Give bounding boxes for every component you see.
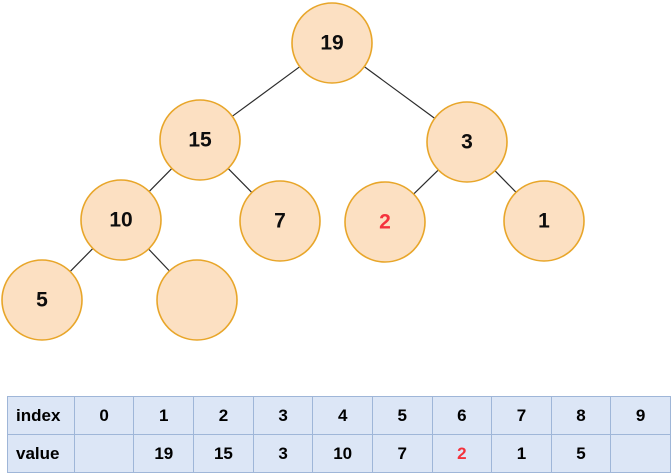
node-circle — [159, 99, 241, 181]
tree-edge-n15-n10 — [148, 168, 173, 192]
table-cell-index-7[interactable]: 7 — [491, 396, 552, 435]
table-cell-index-9[interactable]: 9 — [610, 396, 671, 435]
tree-node-empty[interactable] — [156, 259, 238, 341]
table-cell-index-1[interactable]: 1 — [133, 396, 195, 435]
tree-node-7[interactable]: 7 — [239, 180, 321, 262]
node-label: 7 — [274, 210, 286, 233]
node-label: 10 — [109, 209, 132, 232]
table-cell-index-2[interactable]: 2 — [193, 396, 254, 435]
row-header-index: index — [7, 396, 75, 435]
tree-edge-n10-n5 — [69, 248, 94, 272]
tree-node-2[interactable]: 2 — [344, 181, 426, 263]
tree-edge-n3-n1 — [494, 170, 517, 193]
table-cell-index-5[interactable]: 5 — [372, 396, 433, 435]
node-label: 19 — [320, 32, 343, 55]
tree-edge-n19-n15 — [231, 66, 301, 117]
row-header-value: value — [7, 434, 75, 473]
tree-edge-n19-n3 — [363, 66, 436, 119]
node-label: 1 — [538, 210, 550, 233]
tree-node-5[interactable]: 5 — [1, 259, 83, 341]
table-cell-value-8[interactable]: 5 — [550, 434, 612, 473]
table-cell-index-0[interactable]: 0 — [73, 396, 135, 435]
tree-node-1[interactable]: 1 — [503, 180, 585, 262]
table-cell-index-6[interactable]: 6 — [431, 396, 493, 435]
node-circle — [291, 2, 373, 84]
node-label: 5 — [36, 289, 48, 312]
table-cell-value-5[interactable]: 7 — [372, 434, 433, 473]
tree-node-15[interactable]: 15 — [159, 99, 241, 181]
node-circle — [1, 259, 83, 341]
table-cell-value-7[interactable]: 1 — [491, 434, 552, 473]
table-cell-value-4[interactable]: 10 — [312, 434, 373, 473]
tree-edge-n10-nEmpty — [148, 248, 170, 272]
node-circle — [80, 179, 162, 261]
tree-edge-n3-n2 — [413, 169, 439, 195]
node-circle — [426, 101, 508, 183]
node-label: 2 — [379, 211, 391, 234]
table-cell-value-9[interactable] — [610, 434, 671, 473]
node-circle — [344, 181, 426, 263]
table-cell-index-3[interactable]: 3 — [252, 396, 314, 435]
table-cell-index-8[interactable]: 8 — [550, 396, 612, 435]
table-cell-value-2[interactable]: 15 — [193, 434, 254, 473]
table-cell-value-1[interactable]: 19 — [133, 434, 195, 473]
node-circle — [156, 259, 238, 341]
node-label: 3 — [461, 131, 473, 154]
tree-edge-n15-n7 — [227, 168, 253, 193]
tree-node-3[interactable]: 3 — [426, 101, 508, 183]
table-cell-value-0[interactable] — [73, 434, 135, 473]
tree-node-10[interactable]: 10 — [80, 179, 162, 261]
node-circle — [239, 180, 321, 262]
tree-node-19[interactable]: 19 — [291, 2, 373, 84]
table-cell-value-6[interactable]: 2 — [431, 434, 493, 473]
table-cell-value-3[interactable]: 3 — [252, 434, 314, 473]
table-cell-index-4[interactable]: 4 — [312, 396, 373, 435]
node-circle — [503, 180, 585, 262]
node-label: 15 — [188, 129, 212, 152]
